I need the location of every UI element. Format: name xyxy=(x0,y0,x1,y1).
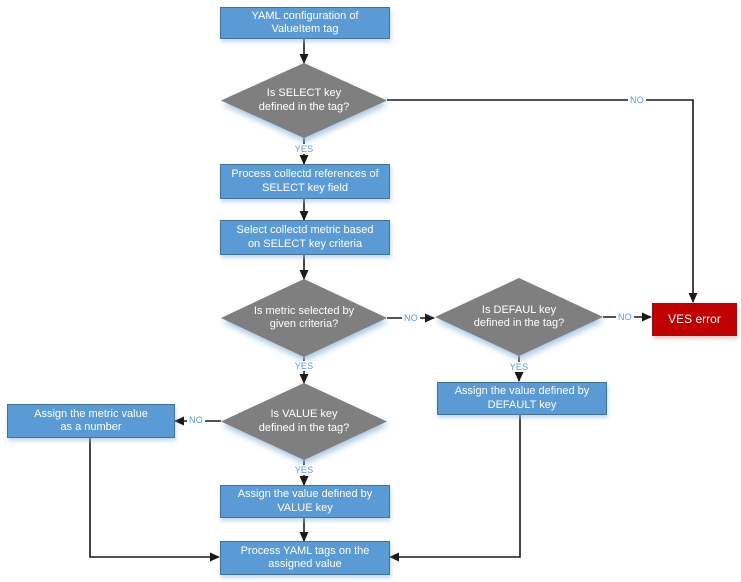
edge-label-default-yes: YES xyxy=(507,362,531,372)
node-process-references: Process collectd references of SELECT ke… xyxy=(220,164,390,199)
edge-assignmetric-to-processyaml xyxy=(89,436,220,562)
edge-label-value-no: NO xyxy=(187,415,205,425)
node-assign-value: Assign the value defined by VALUE key xyxy=(220,485,390,518)
node-yaml-config: YAML configuration of ValueItem tag xyxy=(220,7,390,39)
node-select-metric: Select collectd metric based on SELECT k… xyxy=(220,220,390,255)
node-ves-error: VES error xyxy=(652,303,737,336)
node-process-yaml-tags: Process YAML tags on the assigned value xyxy=(220,541,390,575)
node-label: Is VALUE key defined in the tag? xyxy=(258,408,350,434)
edge-label-select-no: NO xyxy=(628,95,646,105)
node-is-value-key: Is VALUE key defined in the tag? xyxy=(221,383,387,460)
node-assign-metric-number: Assign the metric value as a number xyxy=(7,404,175,438)
node-is-metric-selected: Is metric selected by given criteria? xyxy=(221,279,387,357)
node-label: Is SELECT key defined in the tag? xyxy=(258,87,350,113)
edge-select-no-to-ves xyxy=(387,99,698,303)
node-assign-default: Assign the value defined by DEFAULT key xyxy=(437,382,607,415)
node-is-default-key: Is DEFAUL key defined in the tag? xyxy=(435,278,603,356)
edge-label-default-no: NO xyxy=(616,312,634,322)
node-label: Assign the value defined by VALUE key xyxy=(237,488,373,514)
node-is-select-key: Is SELECT key defined in the tag? xyxy=(221,63,387,138)
node-label: Is metric selected by given criteria? xyxy=(253,304,355,331)
node-label: Assign the value defined by DEFAULT key xyxy=(454,385,590,411)
edge-assigndefault-to-processyaml xyxy=(389,413,521,562)
edge-label-metric-no: NO xyxy=(402,313,420,323)
node-label: Is DEFAUL key defined in the tag? xyxy=(473,303,565,330)
node-label: Process collectd references of SELECT ke… xyxy=(231,168,379,194)
node-label: VES error xyxy=(668,311,721,326)
node-label: Process YAML tags on the assigned value xyxy=(240,544,370,571)
edge-label-metric-yes: YES xyxy=(292,361,316,371)
edge-label-value-yes: YES xyxy=(292,465,316,475)
node-label: Select collectd metric based on SELECT k… xyxy=(236,224,374,250)
node-label: Assign the metric value as a number xyxy=(34,407,148,434)
edge-label-select-yes: YES xyxy=(292,144,316,154)
node-label: YAML configuration of ValueItem tag xyxy=(251,9,359,36)
